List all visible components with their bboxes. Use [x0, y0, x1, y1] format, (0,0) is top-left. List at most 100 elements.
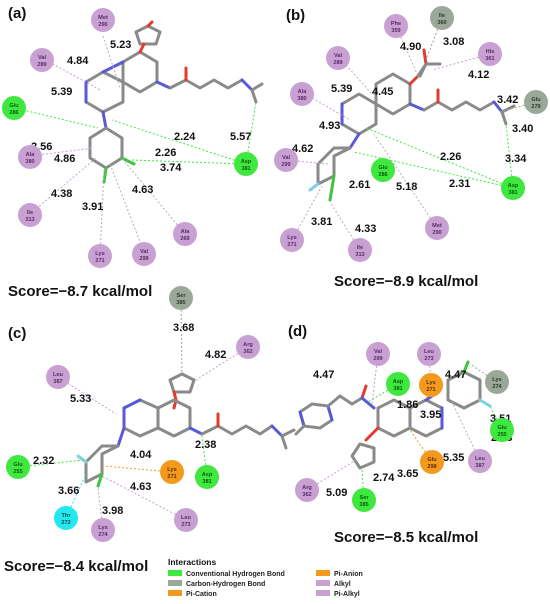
svg-text:385: 385 [359, 502, 368, 508]
svg-text:380: 380 [25, 159, 34, 165]
distance-label: 4.63 [130, 481, 151, 493]
svg-text:271: 271 [287, 242, 296, 248]
distance-label: 5.39 [331, 83, 352, 95]
distance-label: 5.39 [51, 86, 72, 98]
distance-label: 5.23 [110, 39, 131, 51]
distance-label: 4.62 [292, 143, 313, 155]
legend-swatch [316, 590, 330, 596]
svg-text:299: 299 [139, 256, 148, 262]
svg-text:255: 255 [13, 469, 22, 475]
svg-text:Thr: Thr [61, 513, 71, 519]
svg-text:360: 360 [437, 20, 446, 26]
svg-text:Arg: Arg [302, 485, 312, 491]
svg-text:271: 271 [426, 387, 435, 393]
svg-text:380: 380 [297, 96, 306, 102]
panel-b: (b) [274, 6, 548, 290]
svg-text:279: 279 [531, 104, 540, 110]
svg-text:299: 299 [373, 356, 382, 362]
svg-text:Ile: Ile [357, 245, 363, 251]
distance-label: 4.47 [313, 369, 334, 381]
score-d: Score=−8.5 kcal/mol [334, 529, 478, 546]
svg-text:Val: Val [38, 55, 47, 61]
svg-text:Asp: Asp [241, 159, 252, 165]
distance-label: 3.08 [443, 36, 464, 48]
legend-item-label: Pi-Alkyl [334, 591, 360, 598]
distance-label: 3.42 [497, 94, 518, 106]
svg-text:362: 362 [302, 492, 311, 498]
distance-label: 2.61 [349, 179, 370, 191]
svg-text:Val: Val [334, 53, 343, 59]
panel-b-label: (b) [286, 7, 305, 24]
svg-text:Ala: Ala [298, 89, 308, 95]
distance-label: 4.33 [355, 223, 376, 235]
svg-text:Glu: Glu [531, 97, 541, 103]
svg-text:Met: Met [98, 15, 108, 21]
distance-label: 2.26 [155, 147, 176, 159]
svg-text:Ile: Ile [439, 13, 445, 19]
panel-d-label: (d) [288, 323, 307, 340]
svg-text:381: 381 [241, 166, 250, 172]
svg-text:387: 387 [53, 379, 62, 385]
svg-text:Leu: Leu [181, 515, 192, 521]
svg-text:Ile: Ile [27, 210, 33, 216]
interaction-lines-c [17, 297, 249, 531]
distance-label: 2.38 [195, 439, 216, 451]
distance-label: 4.84 [67, 55, 89, 67]
svg-text:290: 290 [432, 230, 441, 236]
interactions-legend: Interactions Conventional Hydrogen Bond … [168, 557, 363, 598]
distance-label: 2.74 [373, 472, 395, 484]
svg-text:Phe: Phe [391, 21, 401, 27]
legend-item-label: Alkyl [334, 581, 351, 588]
svg-text:Glu: Glu [13, 462, 23, 468]
svg-text:Asp: Asp [508, 183, 519, 189]
svg-text:298: 298 [427, 464, 436, 470]
svg-text:Leu: Leu [53, 372, 64, 378]
distance-label: 4.90 [400, 41, 421, 53]
svg-text:Asp: Asp [202, 472, 213, 478]
svg-text:Asp: Asp [393, 379, 404, 385]
svg-text:Lys: Lys [287, 235, 296, 241]
svg-text:Glu: Glu [427, 457, 437, 463]
panel-d: (d) [288, 323, 514, 546]
distance-label: 4.45 [372, 86, 393, 98]
svg-text:Lys: Lys [492, 377, 501, 383]
distance-label: 3.95 [420, 409, 441, 421]
svg-text:272: 272 [61, 520, 70, 526]
ligand-molecule-c [76, 372, 296, 488]
distance-label: 1.86 [397, 399, 418, 411]
distance-label: 5.57 [230, 131, 251, 143]
svg-text:286: 286 [9, 110, 18, 116]
panel-c: (c) [4, 286, 296, 575]
score-a: Score=−8.7 kcal/mol [8, 283, 152, 300]
svg-text:359: 359 [391, 28, 400, 34]
svg-text:381: 381 [393, 386, 402, 392]
distance-label: 3.40 [512, 123, 533, 135]
distance-label: 3.81 [311, 216, 332, 228]
legend-item-label: Conventional Hydrogen Bond [186, 571, 285, 578]
svg-text:Glu: Glu [9, 103, 19, 109]
distance-label: 5.35 [443, 452, 464, 464]
svg-text:Lys: Lys [167, 467, 176, 473]
score-b: Score=−8.9 kcal/mol [334, 273, 478, 290]
distance-label: 4.93 [319, 120, 340, 132]
svg-text:Val: Val [374, 349, 383, 355]
svg-text:361: 361 [485, 56, 494, 62]
distance-label: 3.98 [102, 505, 123, 517]
